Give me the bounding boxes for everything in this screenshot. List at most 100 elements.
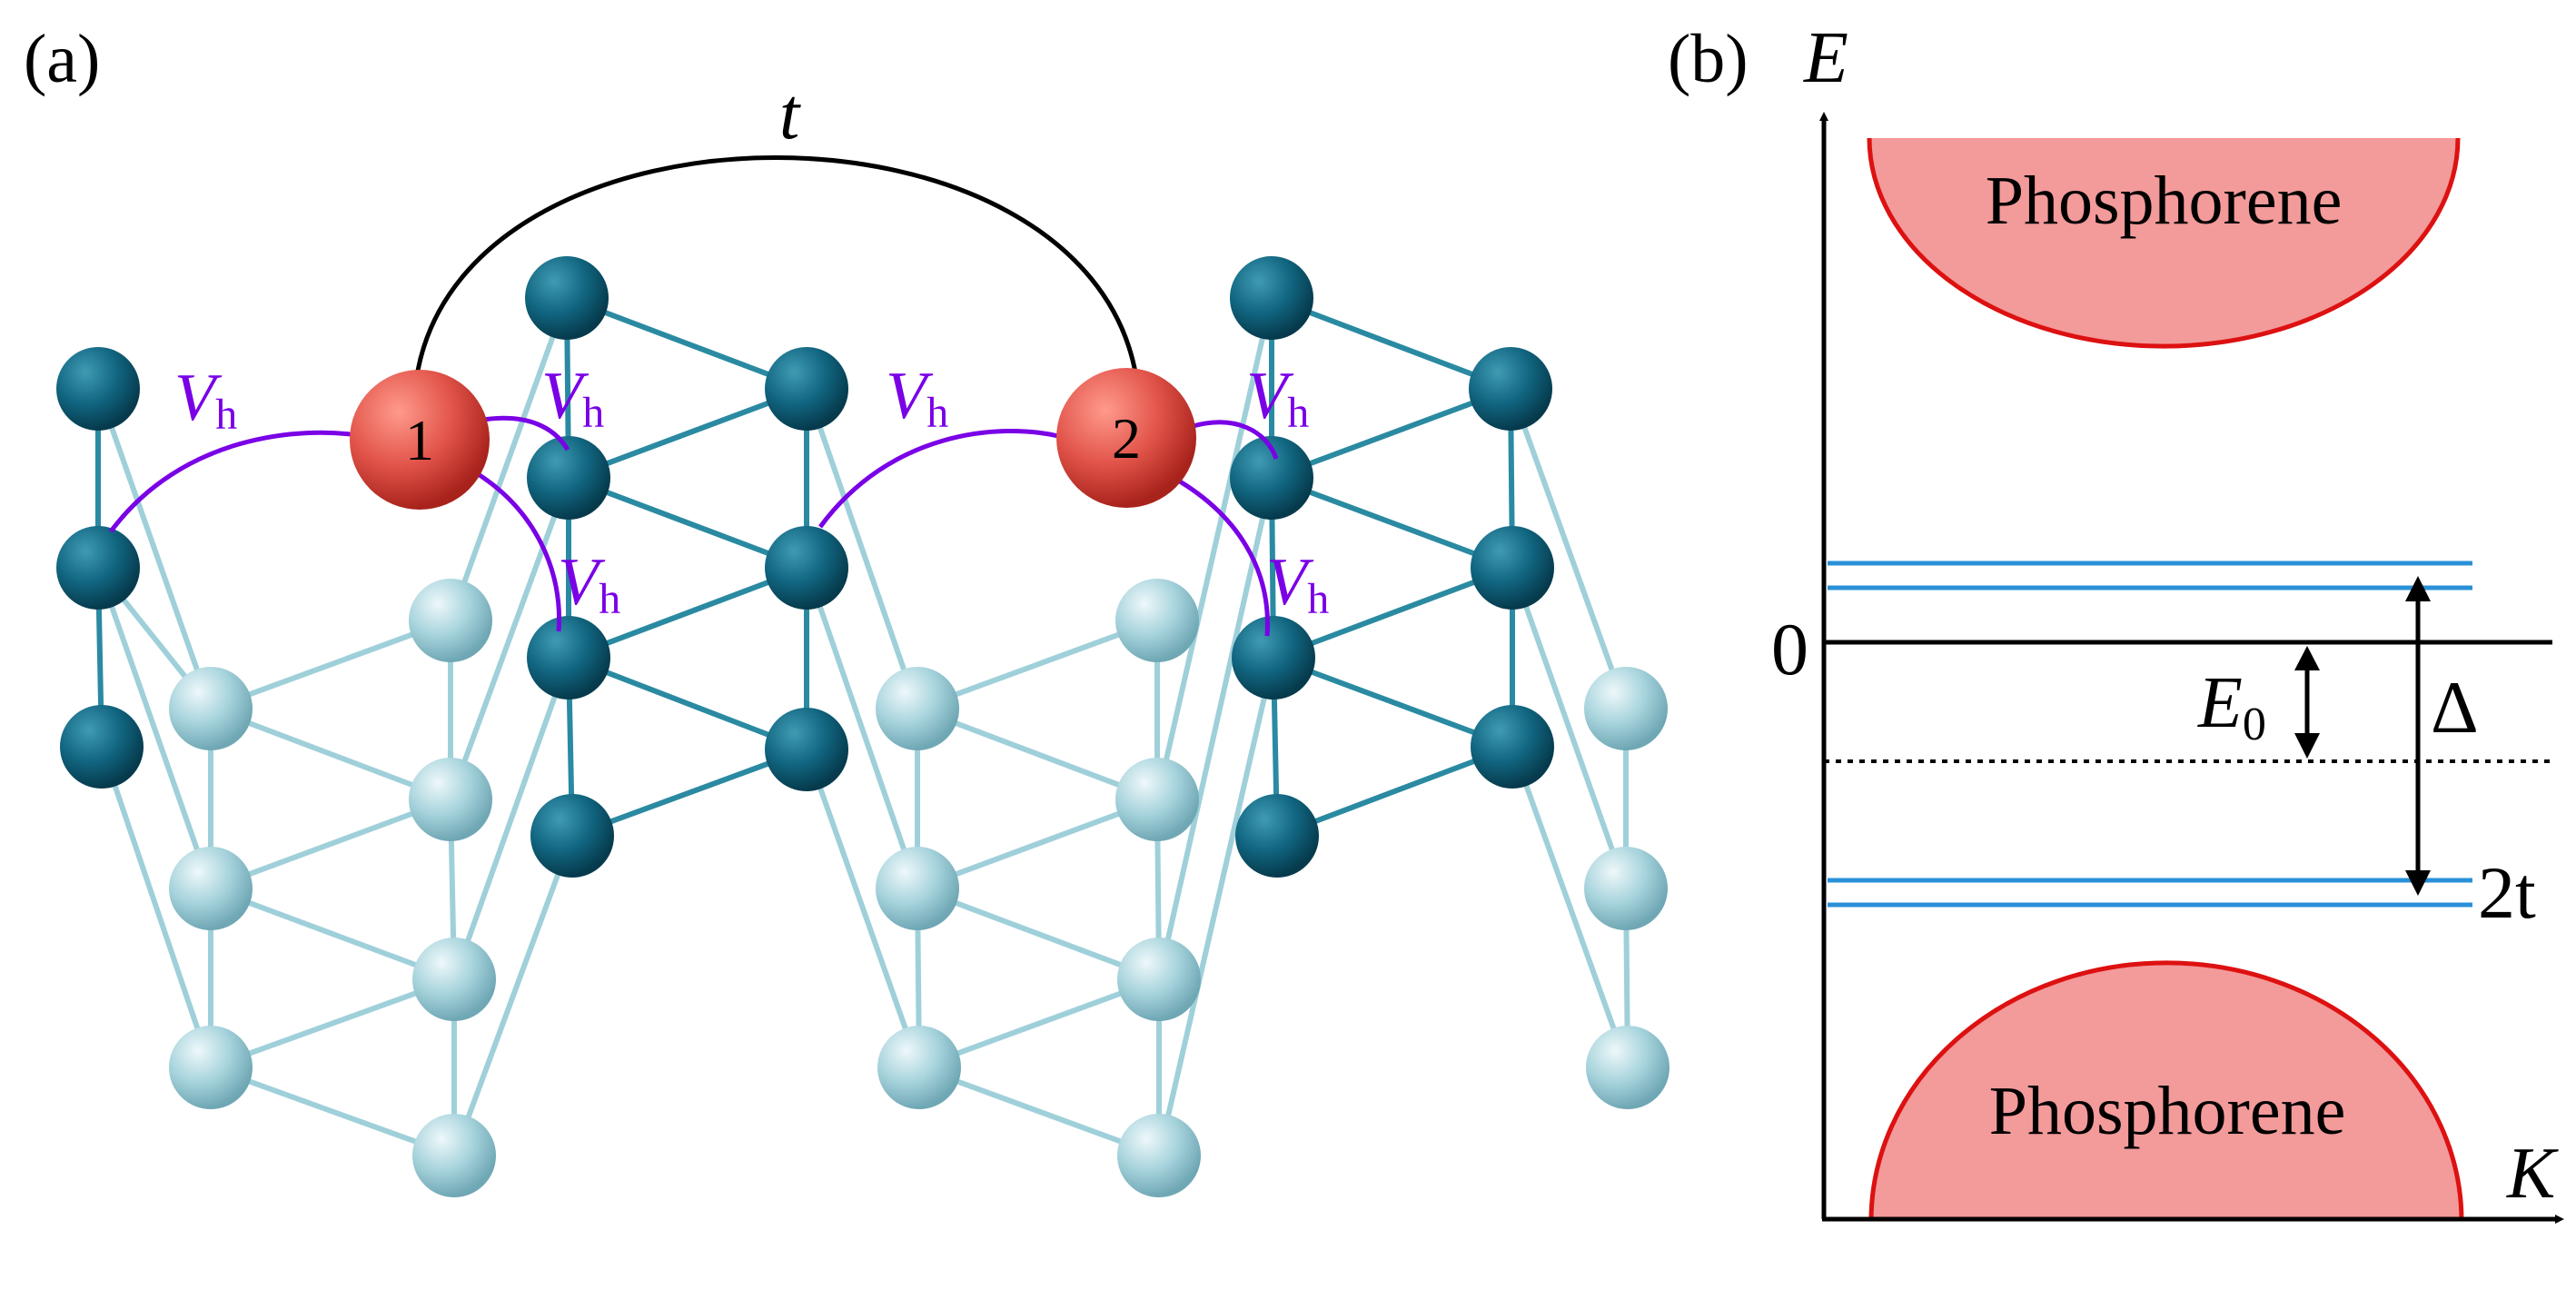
interlayer-bond (1508, 386, 1629, 711)
lower-band-edge (1868, 960, 2464, 1222)
light-bond (915, 706, 1160, 802)
panel-b-label: (b) (1668, 21, 1749, 97)
upper-band-fill (1869, 138, 2458, 347)
site-1-sphere (350, 370, 490, 510)
interlayer-bond (1156, 655, 1276, 1158)
interlayer-bond (1510, 744, 1630, 1070)
site-2-label: 2 (1112, 406, 1141, 471)
interlayer-bond (804, 386, 920, 711)
upper-band-edge (1867, 137, 2461, 349)
light-bond (915, 886, 1162, 982)
hopping-arc (415, 155, 1138, 373)
interlayer-bond (1154, 295, 1274, 802)
dark-phosphorus-atom (1469, 347, 1552, 431)
light-bond (208, 706, 453, 802)
light-bond (916, 977, 1162, 1070)
interlayer-bond (448, 295, 570, 623)
panel-b: (b) Phosphorene Phosphorene E K 0 (1668, 18, 2564, 1224)
vh-label: Vh (1266, 545, 1329, 623)
light-atom-layer (169, 579, 1669, 1197)
vh-label: Vh (541, 359, 604, 437)
dark-bond (1274, 744, 1515, 838)
dark-phosphorus-atom (765, 347, 848, 431)
vh-arc-site2-left (817, 428, 1059, 529)
light-bond (916, 1065, 1162, 1158)
interlayer-bond (99, 744, 213, 1070)
dark-phosphorus-atom (1471, 705, 1554, 789)
dark-atom-layer (56, 256, 1554, 878)
delta-label: Δ (2431, 666, 2479, 749)
e0-label: E0 (2197, 663, 2266, 750)
e0-arrow (2294, 646, 2320, 759)
light-phosphorus-atom (412, 1114, 496, 1197)
bound-state-levels (1828, 561, 2472, 908)
site-1-label: 1 (405, 408, 434, 472)
light-phosphorus-atom (1586, 1026, 1669, 1109)
interlayer-bond (95, 565, 213, 891)
momentum-axis-label: K (2506, 1134, 2559, 1214)
vh-coupling-arcs (108, 415, 1279, 637)
energy-axis-label: E (1803, 18, 1848, 98)
panel-a: (a) t 1 2 Vh Vh Vh Vh Vh (24, 21, 1669, 1197)
dark-phosphorus-atom (765, 708, 848, 791)
two-t-label: 2t (2478, 851, 2536, 934)
dark-phosphorus-atom (527, 616, 610, 700)
dark-bond (1269, 386, 1513, 481)
interlayer-bond (451, 655, 571, 982)
light-phosphorus-atom (1584, 667, 1668, 750)
light-bond (208, 886, 457, 982)
delta-arrow-head-up (2405, 576, 2431, 601)
hopping-label: t (779, 74, 801, 154)
light-phosphorus-atom (409, 758, 492, 841)
light-bond (915, 618, 1160, 711)
dark-bond (566, 386, 809, 481)
light-bond (208, 977, 457, 1070)
dark-bond (1271, 565, 1515, 660)
vh-arc-site2-upper (1189, 420, 1279, 460)
light-phosphorus-atom (1115, 579, 1199, 662)
site-2-sphere (1056, 368, 1196, 508)
vh-arc-site1-lower (471, 468, 562, 632)
dark-bond (1271, 655, 1515, 749)
vh-label: Vh (1246, 359, 1309, 437)
dark-phosphorus-atom (1471, 526, 1554, 610)
vh-label: Vh (558, 545, 620, 623)
lower-band-label: Phosphorene (1989, 1073, 2346, 1149)
light-phosphorus-atom (877, 1026, 961, 1109)
light-phosphorus-atom (1584, 847, 1668, 930)
dark-bond (566, 475, 809, 571)
delta-arrow-head-down (2405, 870, 2431, 896)
dark-phosphorus-atom (527, 436, 610, 520)
light-bond (208, 797, 453, 891)
light-bond (915, 797, 1160, 891)
light-phosphorus-atom (1117, 938, 1201, 1021)
interlayer-bond (1510, 565, 1629, 891)
upper-band-label: Phosphorene (1986, 163, 2343, 239)
interlayer-bond (804, 747, 922, 1070)
light-phosphorus-atom (409, 579, 492, 662)
interlayer-bond (95, 386, 213, 711)
vh-arc-site2-lower (1165, 471, 1270, 637)
interlayer-bond (448, 475, 571, 802)
light-phosphorus-atom (169, 847, 253, 930)
interlayer-bond (451, 833, 575, 1158)
dark-phosphorus-atom (1232, 616, 1315, 700)
e0-arrow-head-up (2294, 646, 2320, 670)
zero-label: 0 (1771, 608, 1808, 690)
light-bond-layer (95, 295, 1630, 1158)
delta-arrow (2405, 576, 2431, 896)
light-bond (208, 1065, 457, 1158)
dark-phosphorus-atom (1230, 436, 1313, 520)
dark-bond (1269, 295, 1513, 392)
vh-label: Vh (174, 361, 237, 439)
light-phosphorus-atom (876, 847, 959, 930)
dark-phosphorus-atom (1230, 256, 1313, 340)
dark-phosphorus-atom (56, 526, 140, 610)
light-phosphorus-atom (169, 667, 253, 750)
dark-phosphorus-atom (1235, 794, 1319, 878)
interlayer-bond (804, 565, 920, 891)
light-phosphorus-atom (1115, 758, 1199, 841)
vh-arc-site1-left (108, 430, 364, 533)
light-phosphorus-atom (412, 938, 496, 1021)
